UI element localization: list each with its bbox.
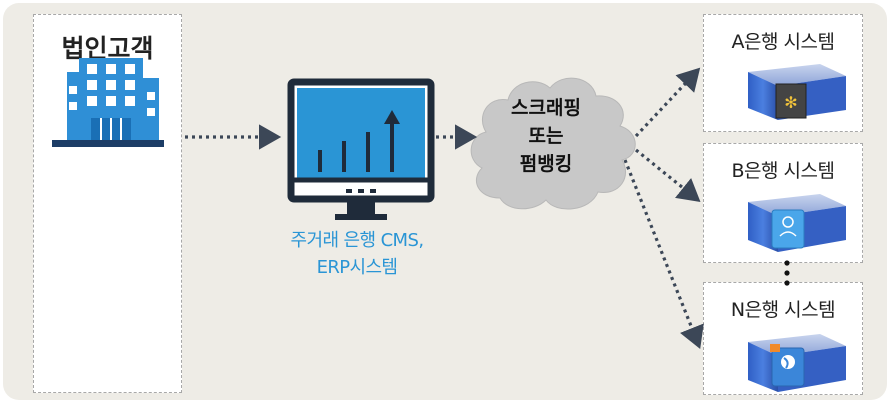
ellipsis-dots [784,260,790,286]
bank-b-title: B은행 시스템 [731,160,835,182]
svg-text:✻: ✻ [784,93,797,112]
flow-arrows [185,67,704,349]
monitor-icon [287,78,435,220]
bank-a-server-icon: ✻ [748,64,846,120]
cms-label-line1: 주거래 은행 CMS, [290,230,424,251]
cloud-text-line2: 또는 [528,125,564,147]
bank-n-title: N은행 시스템 [730,299,836,321]
bank-n-server-icon [748,334,846,392]
arrow-cloud-to-bank-b [634,148,701,203]
bank-b-server-icon [748,194,846,252]
bank-a-title: A은행 시스템 [731,31,835,53]
building-icon [52,58,164,147]
cloud-text-line3: 펌뱅킹 [519,153,573,175]
arrow-cloud-to-bank-n [623,159,704,349]
arrow-cloud-to-bank-a [634,67,701,138]
cloud-text-line1: 스크래핑 [511,97,581,119]
cms-label-line2: ERP시스템 [316,257,398,278]
